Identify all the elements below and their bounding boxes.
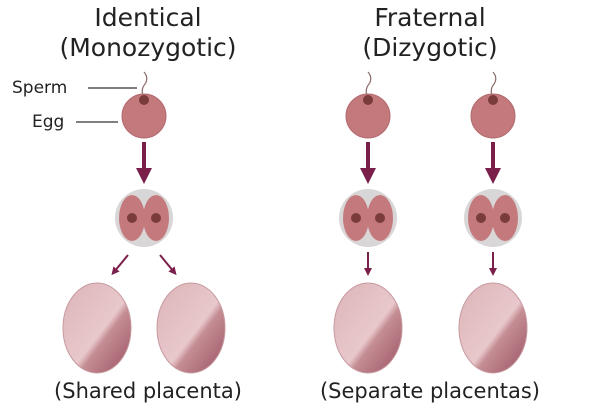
cell-nucleus-icon: [127, 213, 137, 223]
sperm-icon: [490, 71, 497, 99]
small-arrow-icon: [111, 254, 129, 276]
small-arrow-icon: [159, 254, 177, 276]
cell-nucleus-icon: [375, 213, 385, 223]
sperm-icon: [365, 71, 372, 99]
separate-placentas-label: (Separate placentas): [320, 379, 540, 403]
sperm-nucleus-icon: [488, 95, 498, 105]
egg-icon: [345, 93, 391, 139]
cell-nucleus-icon: [476, 213, 486, 223]
placenta-icon: [62, 282, 132, 374]
placenta-icon: [458, 282, 528, 374]
cell-nucleus-icon: [500, 213, 510, 223]
cell-nucleus-icon: [351, 213, 361, 223]
sperm-label: Sperm: [12, 78, 67, 98]
sperm-icon: [141, 71, 148, 99]
identical-title: Identical: [94, 3, 201, 32]
identical-subtitle: (Monozygotic): [59, 33, 236, 62]
egg-label: Egg: [32, 112, 64, 132]
placenta-icon: [333, 282, 403, 374]
sperm-nucleus-icon: [139, 95, 149, 105]
egg-icon: [470, 93, 516, 139]
fraternal-subtitle: (Dizygotic): [362, 33, 497, 62]
egg-icon: [121, 93, 167, 139]
sperm-nucleus-icon: [363, 95, 373, 105]
fraternal-title: Fraternal: [374, 3, 485, 32]
placenta-icon: [156, 282, 226, 374]
cell-nucleus-icon: [151, 213, 161, 223]
shared-placenta-label: (Shared placenta): [54, 379, 242, 403]
